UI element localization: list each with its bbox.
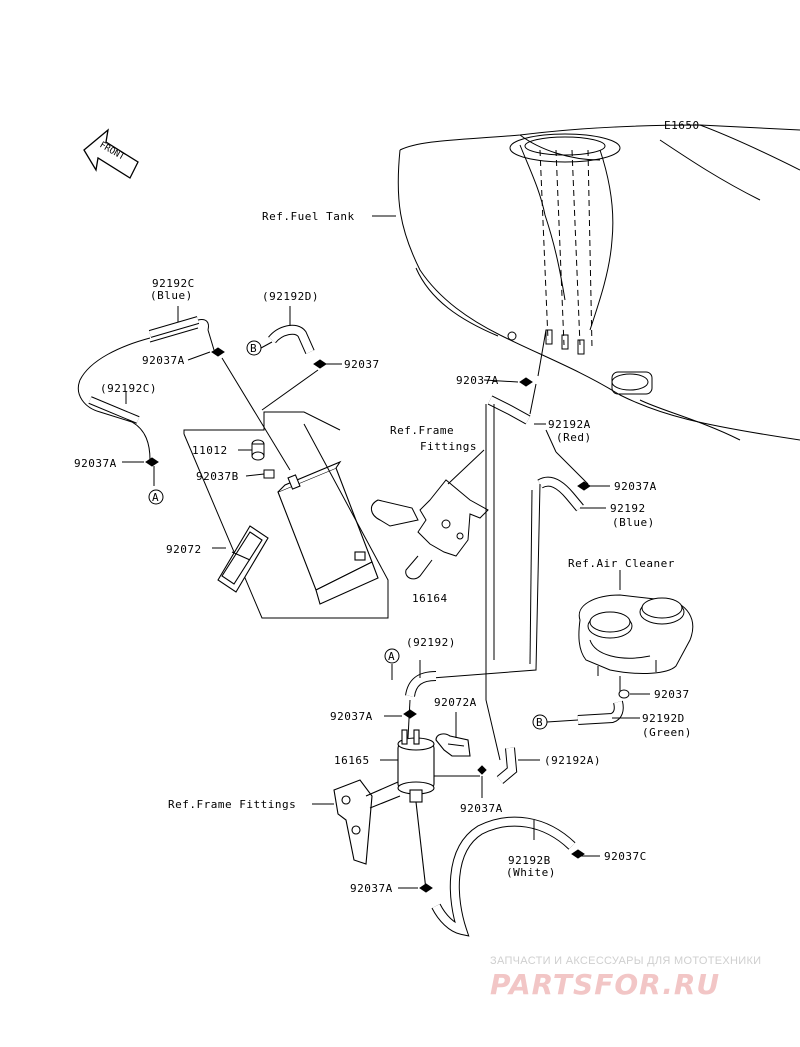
label-92192D-top: (92192D) bbox=[262, 290, 319, 303]
ref-fuel-tank: Ref.Fuel Tank bbox=[262, 210, 355, 223]
callout-b-top-text: B bbox=[250, 342, 257, 355]
ref-frame-fittings-lower: Ref.Frame Fittings bbox=[168, 798, 296, 811]
callout-a-bottom: A bbox=[384, 648, 400, 664]
label-92192B-white-color: (White) bbox=[506, 866, 556, 879]
hose-92192B-white bbox=[431, 816, 576, 937]
canister-16164 bbox=[277, 460, 379, 605]
label-92192A-red: 92192A bbox=[548, 418, 591, 431]
callout-a-top-text: A bbox=[152, 491, 159, 504]
label-16164: 16164 bbox=[412, 592, 448, 605]
watermark-tagline: ЗАПЧАСТИ И АКСЕССУАРЫ ДЛЯ МОТОТЕХНИКИ bbox=[490, 955, 761, 967]
ref-frame-fittings-2: Fittings bbox=[420, 440, 477, 453]
label-92072A: 92072A bbox=[434, 696, 477, 709]
callout-a-top: A bbox=[148, 489, 164, 505]
label-92037A-top: 92037A bbox=[142, 354, 185, 367]
label-92037A-right: 92037A bbox=[614, 480, 657, 493]
frame-fittings-lower bbox=[333, 779, 401, 865]
label-92072: 92072 bbox=[166, 543, 202, 556]
label-92192C-blue-color: (Blue) bbox=[150, 289, 193, 302]
label-92037A-mid: 92037A bbox=[456, 374, 499, 387]
label-92192A-paren: (92192A) bbox=[544, 754, 601, 767]
label-92037A-left: 92037A bbox=[74, 457, 117, 470]
callout-b-bottom: B bbox=[532, 714, 579, 730]
label-92037-top: 92037 bbox=[344, 358, 380, 371]
label-92192D-green: 92192D bbox=[642, 712, 685, 725]
hose-92192C bbox=[77, 316, 209, 461]
label-92192-paren: (92192) bbox=[406, 636, 456, 649]
ref-frame-fittings-1: Ref.Frame bbox=[390, 424, 454, 437]
label-92192D-green-color: (Green) bbox=[642, 726, 692, 739]
label-11012: 11012 bbox=[192, 444, 228, 457]
hose-92192D-green bbox=[577, 689, 630, 725]
label-92192C-blue: 92192C bbox=[152, 277, 195, 290]
bracket-92072 bbox=[217, 525, 269, 593]
label-92037A-bottom: 92037A bbox=[460, 802, 503, 815]
hose-92192D-top bbox=[268, 324, 315, 355]
separator-16165 bbox=[397, 729, 480, 891]
leader-lines bbox=[122, 215, 650, 889]
vent-lines-upper bbox=[153, 329, 319, 486]
label-92037B: 92037B bbox=[196, 470, 239, 483]
fuel-tank-outline bbox=[397, 124, 800, 441]
label-92037-lower: 92037 bbox=[654, 688, 690, 701]
part-labels: 92192C (Blue) (92192D) 92037A 92037 (921… bbox=[74, 210, 692, 895]
label-92037A-foot: 92037A bbox=[350, 882, 393, 895]
hose-92192A-lower bbox=[496, 747, 518, 784]
watermark: ЗАПЧАСТИ И АКСЕССУАРЫ ДЛЯ МОТОТЕХНИКИ PA… bbox=[490, 955, 761, 1001]
label-92037C: 92037C bbox=[604, 850, 647, 863]
small-clips bbox=[145, 347, 591, 893]
front-direction-arrow: FRONT bbox=[83, 128, 139, 179]
watermark-logo: PARTSFOR.RU bbox=[490, 968, 720, 1001]
hose-92192-lower bbox=[391, 664, 437, 739]
hose-92192-blue bbox=[431, 429, 589, 679]
label-92192B-white: 92192B bbox=[508, 854, 551, 867]
label-92192A-red-color: (Red) bbox=[556, 431, 592, 444]
ref-air-cleaner: Ref.Air Cleaner bbox=[568, 557, 675, 570]
callout-a-bottom-text: A bbox=[388, 650, 395, 663]
clip-92037B bbox=[263, 469, 275, 479]
hose-92192A-red bbox=[485, 329, 547, 761]
label-16165: 16165 bbox=[334, 754, 370, 767]
callout-b-bottom-text: B bbox=[536, 716, 543, 729]
label-92037A-lower: 92037A bbox=[330, 710, 373, 723]
air-cleaner bbox=[578, 594, 694, 692]
grommet-11012 bbox=[251, 439, 265, 461]
label-92192-blue: 92192 bbox=[610, 502, 646, 515]
label-92192C-paren: (92192C) bbox=[100, 382, 157, 395]
bracket-92072A bbox=[435, 733, 471, 757]
callout-b-top: B bbox=[246, 340, 273, 356]
frame-fittings-upper bbox=[371, 449, 489, 580]
label-92192-blue-color: (Blue) bbox=[612, 516, 655, 529]
